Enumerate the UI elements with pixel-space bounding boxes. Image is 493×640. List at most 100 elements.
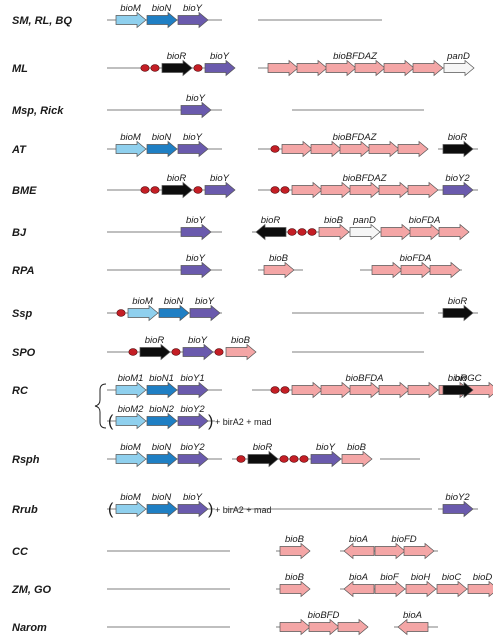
binding-site-bioBFDAZ xyxy=(270,186,280,194)
bioBFD-arrow xyxy=(279,618,311,636)
bioY-arrow xyxy=(182,343,214,361)
binding-site-bioR xyxy=(236,455,246,463)
bioY1-arrow xyxy=(177,381,209,399)
gene-label-bion: bioN xyxy=(152,132,172,143)
bioFD-arrow xyxy=(403,542,435,560)
organism-label: SPO xyxy=(12,347,36,359)
bioBFD-arrow xyxy=(337,618,369,636)
panD-arrow xyxy=(443,59,475,77)
organism-label: AT xyxy=(11,144,27,156)
bioFD-arrow xyxy=(374,542,406,560)
gene-label-bion: bioN xyxy=(164,296,184,307)
bioM-arrow xyxy=(115,11,147,29)
bioN-arrow xyxy=(158,304,190,322)
bioY-arrow xyxy=(177,140,209,158)
bioM1-arrow xyxy=(115,381,147,399)
organism-label: SM, RL, BQ xyxy=(12,15,72,27)
gene-label-bioy: bioY xyxy=(186,253,206,264)
bioR-arrow xyxy=(442,381,474,399)
paren-left: ( xyxy=(108,413,114,430)
bioBFDA-arrow xyxy=(291,381,323,399)
bioFDA-arrow xyxy=(400,261,432,279)
bioBFDAZ-arrow xyxy=(320,181,352,199)
gene-label-biob: bioB xyxy=(231,335,251,346)
gene-label-bion: bioN xyxy=(152,3,172,14)
binding-site-bioY xyxy=(193,64,203,72)
organism-label: CC xyxy=(12,546,29,558)
bioY-arrow xyxy=(180,223,212,241)
gene-label-biob: bioB xyxy=(347,442,367,453)
bioFDA-arrow xyxy=(380,223,412,241)
bioBFDA-arrow xyxy=(349,381,381,399)
gene-label-bioy: bioY xyxy=(210,173,230,184)
gene-label-bioy: bioY xyxy=(183,3,203,14)
bioM-arrow xyxy=(115,500,147,518)
binding-site-bioM xyxy=(116,309,126,317)
gene-label-biobfd: bioBFD xyxy=(308,610,340,621)
binding-site-bioBFDA xyxy=(270,386,280,394)
bioB-arrow xyxy=(225,343,257,361)
binding-site-bioR xyxy=(150,64,160,72)
bioBFDA-arrow xyxy=(320,381,352,399)
gene-label-bion1: bioN1 xyxy=(149,373,174,384)
gene-label-bioy: bioY xyxy=(186,215,206,226)
paren-right: ) xyxy=(208,501,213,518)
gene-label-bioy: bioY xyxy=(186,93,206,104)
bioBFDAZ-arrow xyxy=(267,59,299,77)
bioFDA-arrow xyxy=(409,223,441,241)
binding-site-bioBFDAZ xyxy=(280,186,290,194)
gene-label-biom: bioM xyxy=(120,492,141,503)
bioN-arrow xyxy=(146,140,178,158)
gene-label-biom1: bioM1 xyxy=(118,373,144,384)
bioM-arrow xyxy=(115,450,147,468)
gene-label-bioy: bioY xyxy=(183,132,203,143)
gene-label-biom: bioM xyxy=(132,296,153,307)
gene-label-bioa: bioA xyxy=(349,534,368,545)
gene-label-biom: bioM xyxy=(120,3,141,14)
bioY-arrow xyxy=(180,261,212,279)
binding-site-bioB xyxy=(214,348,224,356)
bioA-arrow xyxy=(343,580,375,598)
rc-brace xyxy=(94,383,107,429)
bioR-arrow xyxy=(139,343,171,361)
gene-label-biob: bioB xyxy=(324,215,344,226)
organism-label: RPA xyxy=(12,265,34,277)
gene-label-pand: panD xyxy=(352,215,376,226)
bioM-arrow xyxy=(127,304,159,322)
gene-label-bioy1: bioY1 xyxy=(180,373,204,384)
binding-site-bioBFDAZ xyxy=(270,145,280,153)
panD-arrow xyxy=(349,223,381,241)
gene-label-bioy: bioY xyxy=(316,442,336,453)
organism-label: BJ xyxy=(12,227,27,239)
gene-label-biofda: bioFDA xyxy=(400,253,432,264)
gene-label-biob: bioB xyxy=(285,572,305,583)
gene-label-bior: bioR xyxy=(448,132,468,143)
bioFDA-arrow xyxy=(429,261,461,279)
binding-site-bioR xyxy=(289,455,299,463)
bioY2-arrow xyxy=(442,500,474,518)
bioBFDAZ-arrow xyxy=(339,140,371,158)
organism-label: RC xyxy=(12,385,29,397)
bioR-arrow xyxy=(442,140,474,158)
gene-label-biofda: bioFDA xyxy=(409,215,441,226)
bioBFDAZ-arrow xyxy=(291,181,323,199)
bioBFDAZ-arrow xyxy=(397,140,429,158)
bioY2-arrow xyxy=(177,412,209,430)
bioN1-arrow xyxy=(146,381,178,399)
gene-label-bioy2: bioY2 xyxy=(445,492,470,503)
gene-label-bion: bioN xyxy=(152,442,172,453)
bioM-arrow xyxy=(115,140,147,158)
bioR-arrow xyxy=(247,450,279,468)
gene-label-bior: bioR xyxy=(261,215,281,226)
gene-label-biobfdaz: bioBFDAZ xyxy=(333,51,378,62)
bioBFDAZ-arrow xyxy=(368,140,400,158)
extra-genes-note: + birA2 + mad xyxy=(215,505,272,515)
gene-label-bion: bioN xyxy=(152,492,172,503)
gene-label-biobfda: bioBFDA xyxy=(345,373,383,384)
gene-label-bioh: bioH xyxy=(411,572,431,583)
bioD-arrow xyxy=(467,580,493,598)
bioM2-arrow xyxy=(115,412,147,430)
gene-label-biof: bioF xyxy=(380,572,400,583)
